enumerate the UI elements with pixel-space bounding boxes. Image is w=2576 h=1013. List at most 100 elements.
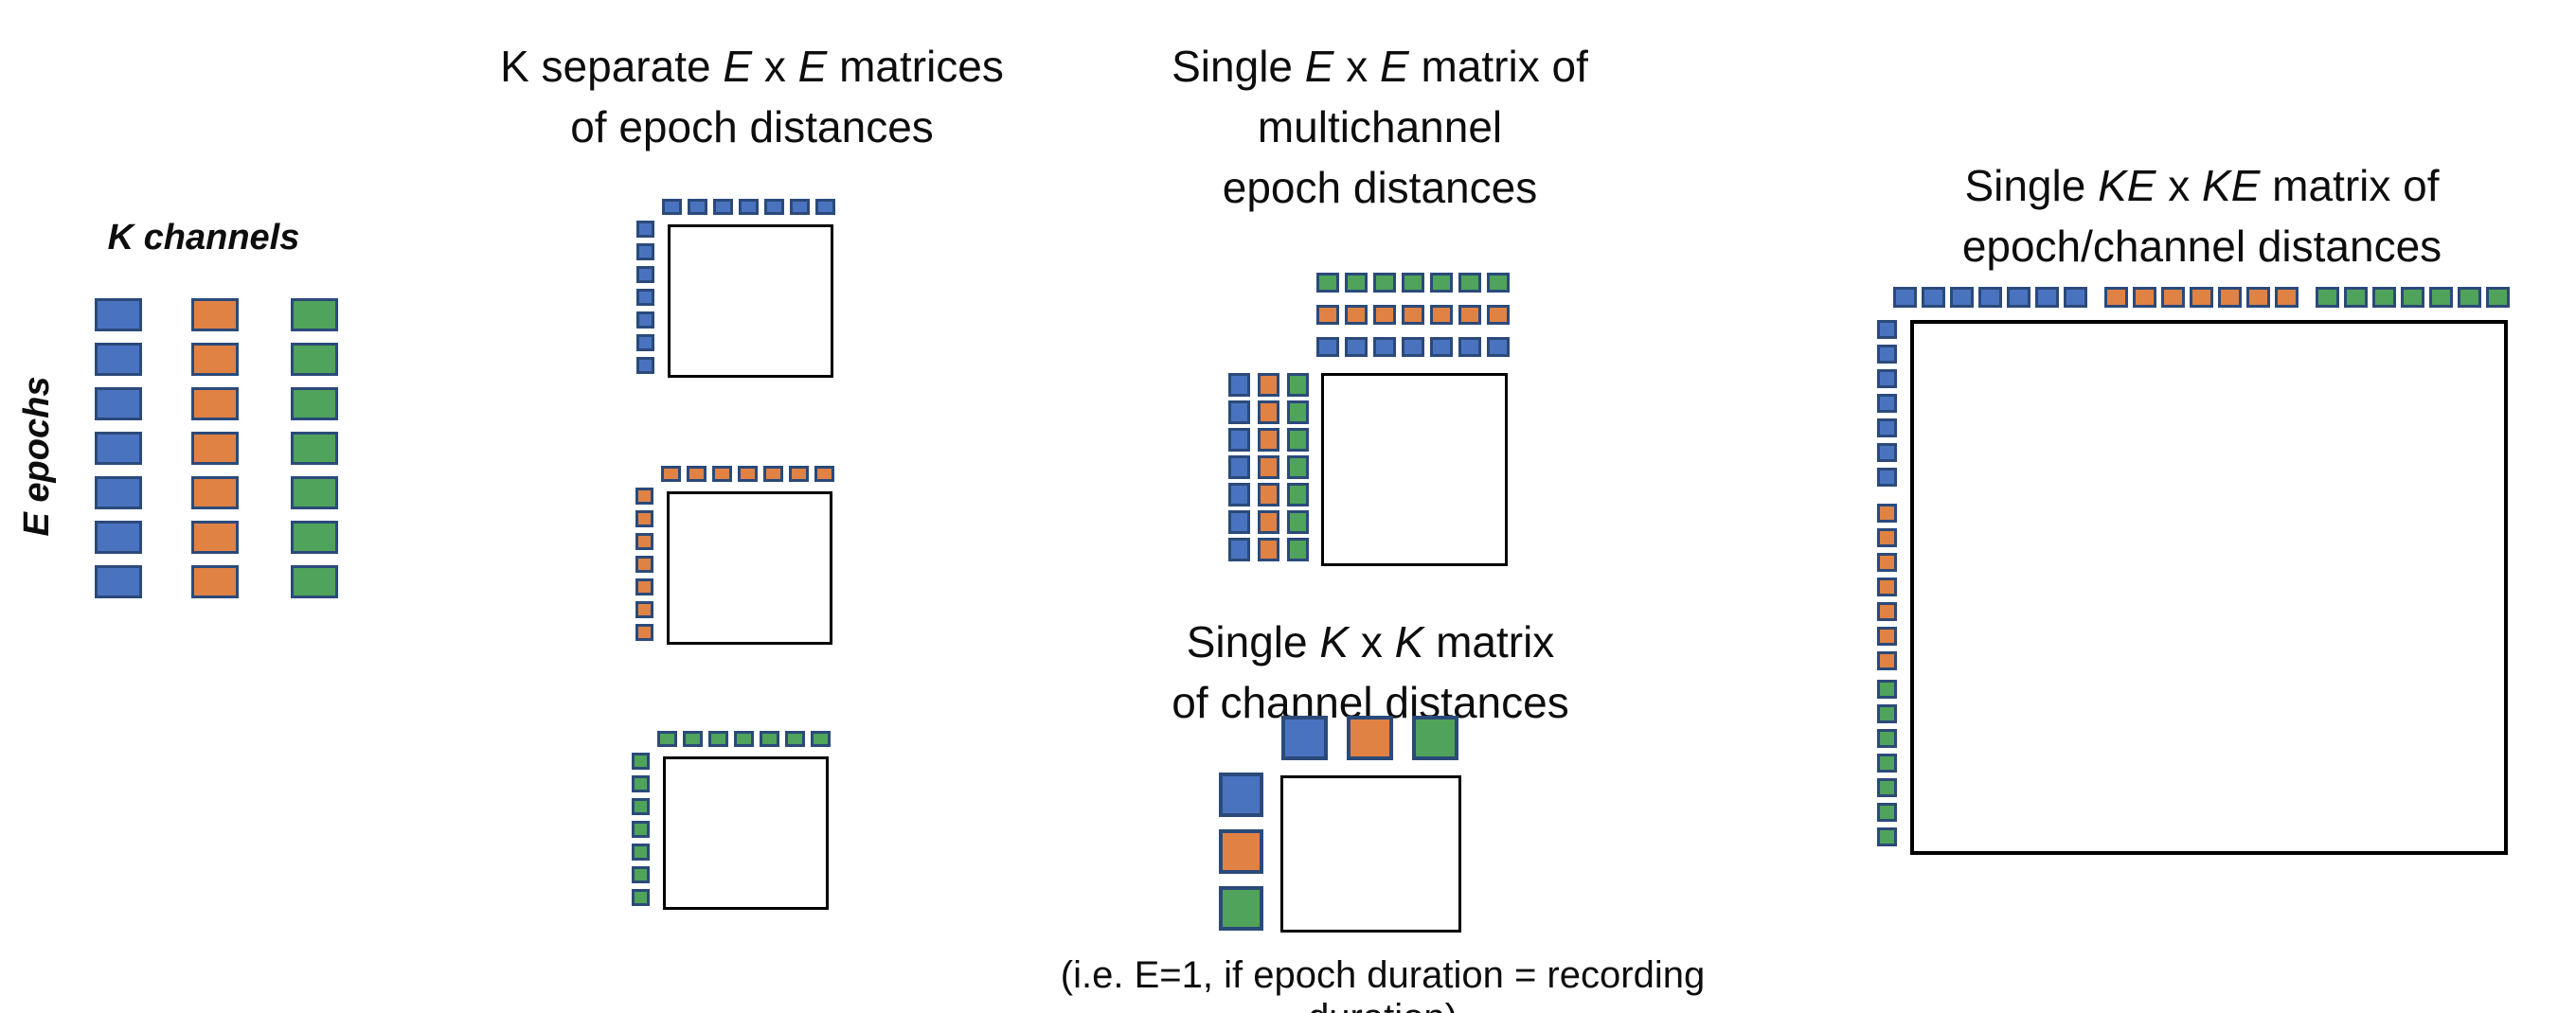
title-variable: K [1319,617,1350,666]
orange-square [635,624,653,641]
orange-square [191,476,239,509]
orange-square [789,466,809,482]
blue-square [1877,394,1897,413]
blue-square [95,521,142,554]
title-text: matrices [827,42,1004,91]
blue-square [1877,443,1897,462]
blue-square [1430,337,1453,357]
green-square [291,298,338,331]
ke-left-group-green [1877,680,1897,846]
green-square [760,731,779,747]
green-square [291,432,338,465]
green-square [1219,886,1263,931]
orange-square [1345,305,1368,325]
green-square [1458,273,1481,293]
green-square [632,775,650,792]
section4-title-line1: Single K x K matrix [1086,612,1655,672]
blue-square [636,311,654,329]
green-square [1287,400,1309,424]
blue-square [636,357,654,374]
orange-square [1430,305,1453,325]
epoch-channel-matrix-box [1910,320,2508,855]
blue-square [636,221,654,238]
green-square [632,753,650,770]
blue-square [1219,773,1263,817]
title-text: x [752,42,798,91]
orange-square [1877,602,1897,621]
green-square [1877,704,1897,723]
green-square [683,731,703,747]
multichannel-top-row-green [1316,273,1510,293]
title-text: epoch/channel distances [1961,222,2442,271]
blue-square [1922,287,1945,308]
blue-square [2064,287,2087,308]
title-text: x [1333,42,1381,91]
blue-square [1373,337,1396,357]
orange-square [635,533,653,550]
section3-title-line2: multichannel [1096,97,1664,157]
blue-square [764,199,784,215]
orange-square [2275,287,2299,308]
ke-top-group-blue [1893,287,2087,308]
orange-square [1258,400,1279,424]
green-square [1345,273,1368,293]
section5-title: Single KE x KE matrix of epoch/channel d… [1918,155,2486,276]
blue-square [1402,337,1424,357]
orange-matrix-top-strip [661,466,834,482]
blue-square [1228,483,1250,506]
blue-square [636,334,654,351]
title-text: epoch distances [1222,163,1538,212]
blue-square [95,298,142,331]
green-square [2316,287,2339,308]
orange-square [635,578,653,595]
orange-square [1877,528,1897,547]
blue-square [1877,369,1897,388]
orange-square [635,601,653,618]
green-square [1402,273,1424,293]
orange-square [687,466,707,482]
title-variable: E [1304,42,1334,91]
section3-title-line1: Single E x E matrix of [1096,36,1664,97]
orange-square [1373,305,1396,325]
title-variable: KE [2202,161,2261,210]
blue-square [95,565,142,598]
orange-square [763,466,783,482]
section5-title-line1: Single KE x KE matrix of [1918,155,2486,216]
section2-title-line1: K separate E x E matrices [468,36,1036,97]
blue-square [1877,345,1897,364]
green-square [811,731,831,747]
blue-square [815,199,835,215]
green-square [1287,428,1309,452]
section4-title: Single K x K matrix of channel distances [1086,612,1655,733]
blue-square [1228,455,1250,479]
blue-epoch-matrix-box [668,224,833,378]
orange-square [1347,716,1393,760]
orange-square [2218,287,2242,308]
orange-square [2133,287,2156,308]
blue-square [1877,468,1897,487]
blue-square [1950,287,1974,308]
blue-square [636,243,654,260]
blue-matrix-left-strip [636,221,654,374]
orange-square [191,565,239,598]
green-square [1316,273,1339,293]
multichannel-left-col-orange [1258,373,1279,561]
section3-title-line3: epoch distances [1096,157,1664,218]
title-variable: KE [2098,161,2156,210]
blue-square [1345,337,1368,357]
channel-matrix-top-strip [1281,716,1458,760]
title-text: Single [1964,161,2099,210]
orange-square [2246,287,2270,308]
title-text: matrix of [2260,161,2440,210]
green-square [1287,455,1309,479]
green-square [1877,680,1897,699]
multichannel-top-row-orange [1316,305,1510,325]
title-text: Single [1186,617,1320,666]
blue-square [95,476,142,509]
green-square [1877,827,1897,846]
green-square [1287,510,1309,534]
orange-square [1258,510,1279,534]
title-text: Single [1172,42,1305,91]
title-text: matrix [1423,617,1555,666]
orange-square [1258,538,1279,561]
